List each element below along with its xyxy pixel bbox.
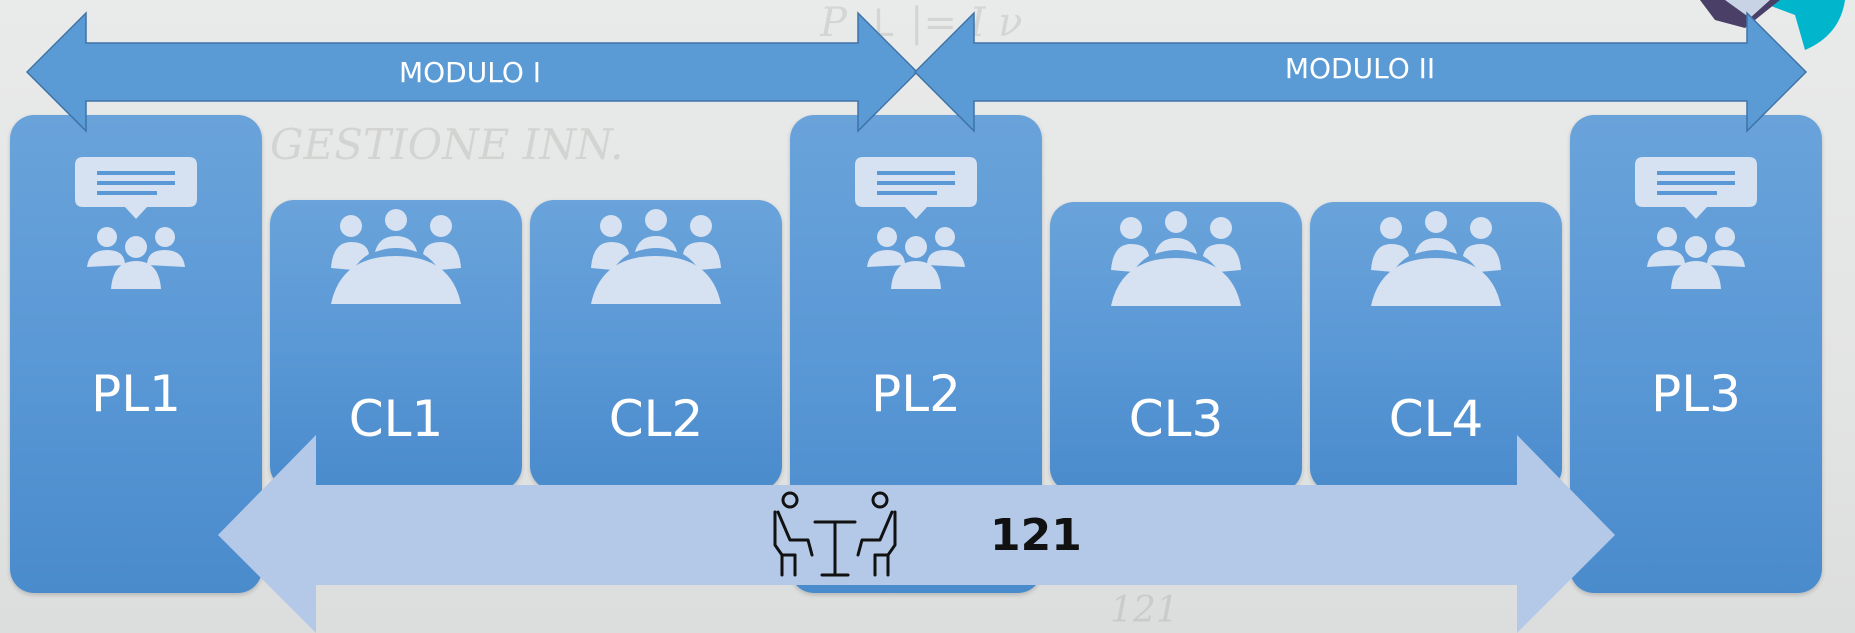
card-label: PL1 <box>91 365 181 423</box>
card-label: PL2 <box>871 365 961 423</box>
group-discussion-icon <box>1635 157 1757 294</box>
card-cl2: CL2 <box>530 200 782 490</box>
meeting-table-icon <box>1369 210 1503 311</box>
meeting-table-icon <box>1109 210 1243 311</box>
card-label: CL3 <box>1128 390 1224 448</box>
card-label: CL4 <box>1388 390 1484 448</box>
card-pl3: PL3 <box>1570 115 1822 593</box>
card-label: PL3 <box>1651 365 1741 423</box>
group-discussion-icon <box>855 157 977 294</box>
card-cl3: CL3 <box>1050 202 1302 492</box>
bottom-double-arrow <box>218 435 1615 633</box>
card-pl1: PL1 <box>10 115 262 593</box>
meeting-table-icon <box>329 208 463 309</box>
group-discussion-icon <box>75 157 197 294</box>
module-2-double-arrow <box>913 11 1808 133</box>
meeting-table-icon <box>589 208 723 309</box>
background-scribble: GESTIONE INN. <box>270 120 624 169</box>
card-label: CL2 <box>608 390 704 448</box>
module-1-label: MODULO I <box>398 56 542 89</box>
bottom-bar-label: 121 <box>990 510 1082 561</box>
card-cl1: CL1 <box>270 200 522 490</box>
card-label: CL1 <box>348 390 444 448</box>
module-2-label: MODULO II <box>1284 52 1436 85</box>
background-scribble: 121 <box>1110 590 1179 631</box>
one-to-one-meeting-icon <box>773 491 897 577</box>
background-scribble: P ⊥ |= I ν <box>820 0 1023 46</box>
corner-logo <box>1700 0 1845 50</box>
